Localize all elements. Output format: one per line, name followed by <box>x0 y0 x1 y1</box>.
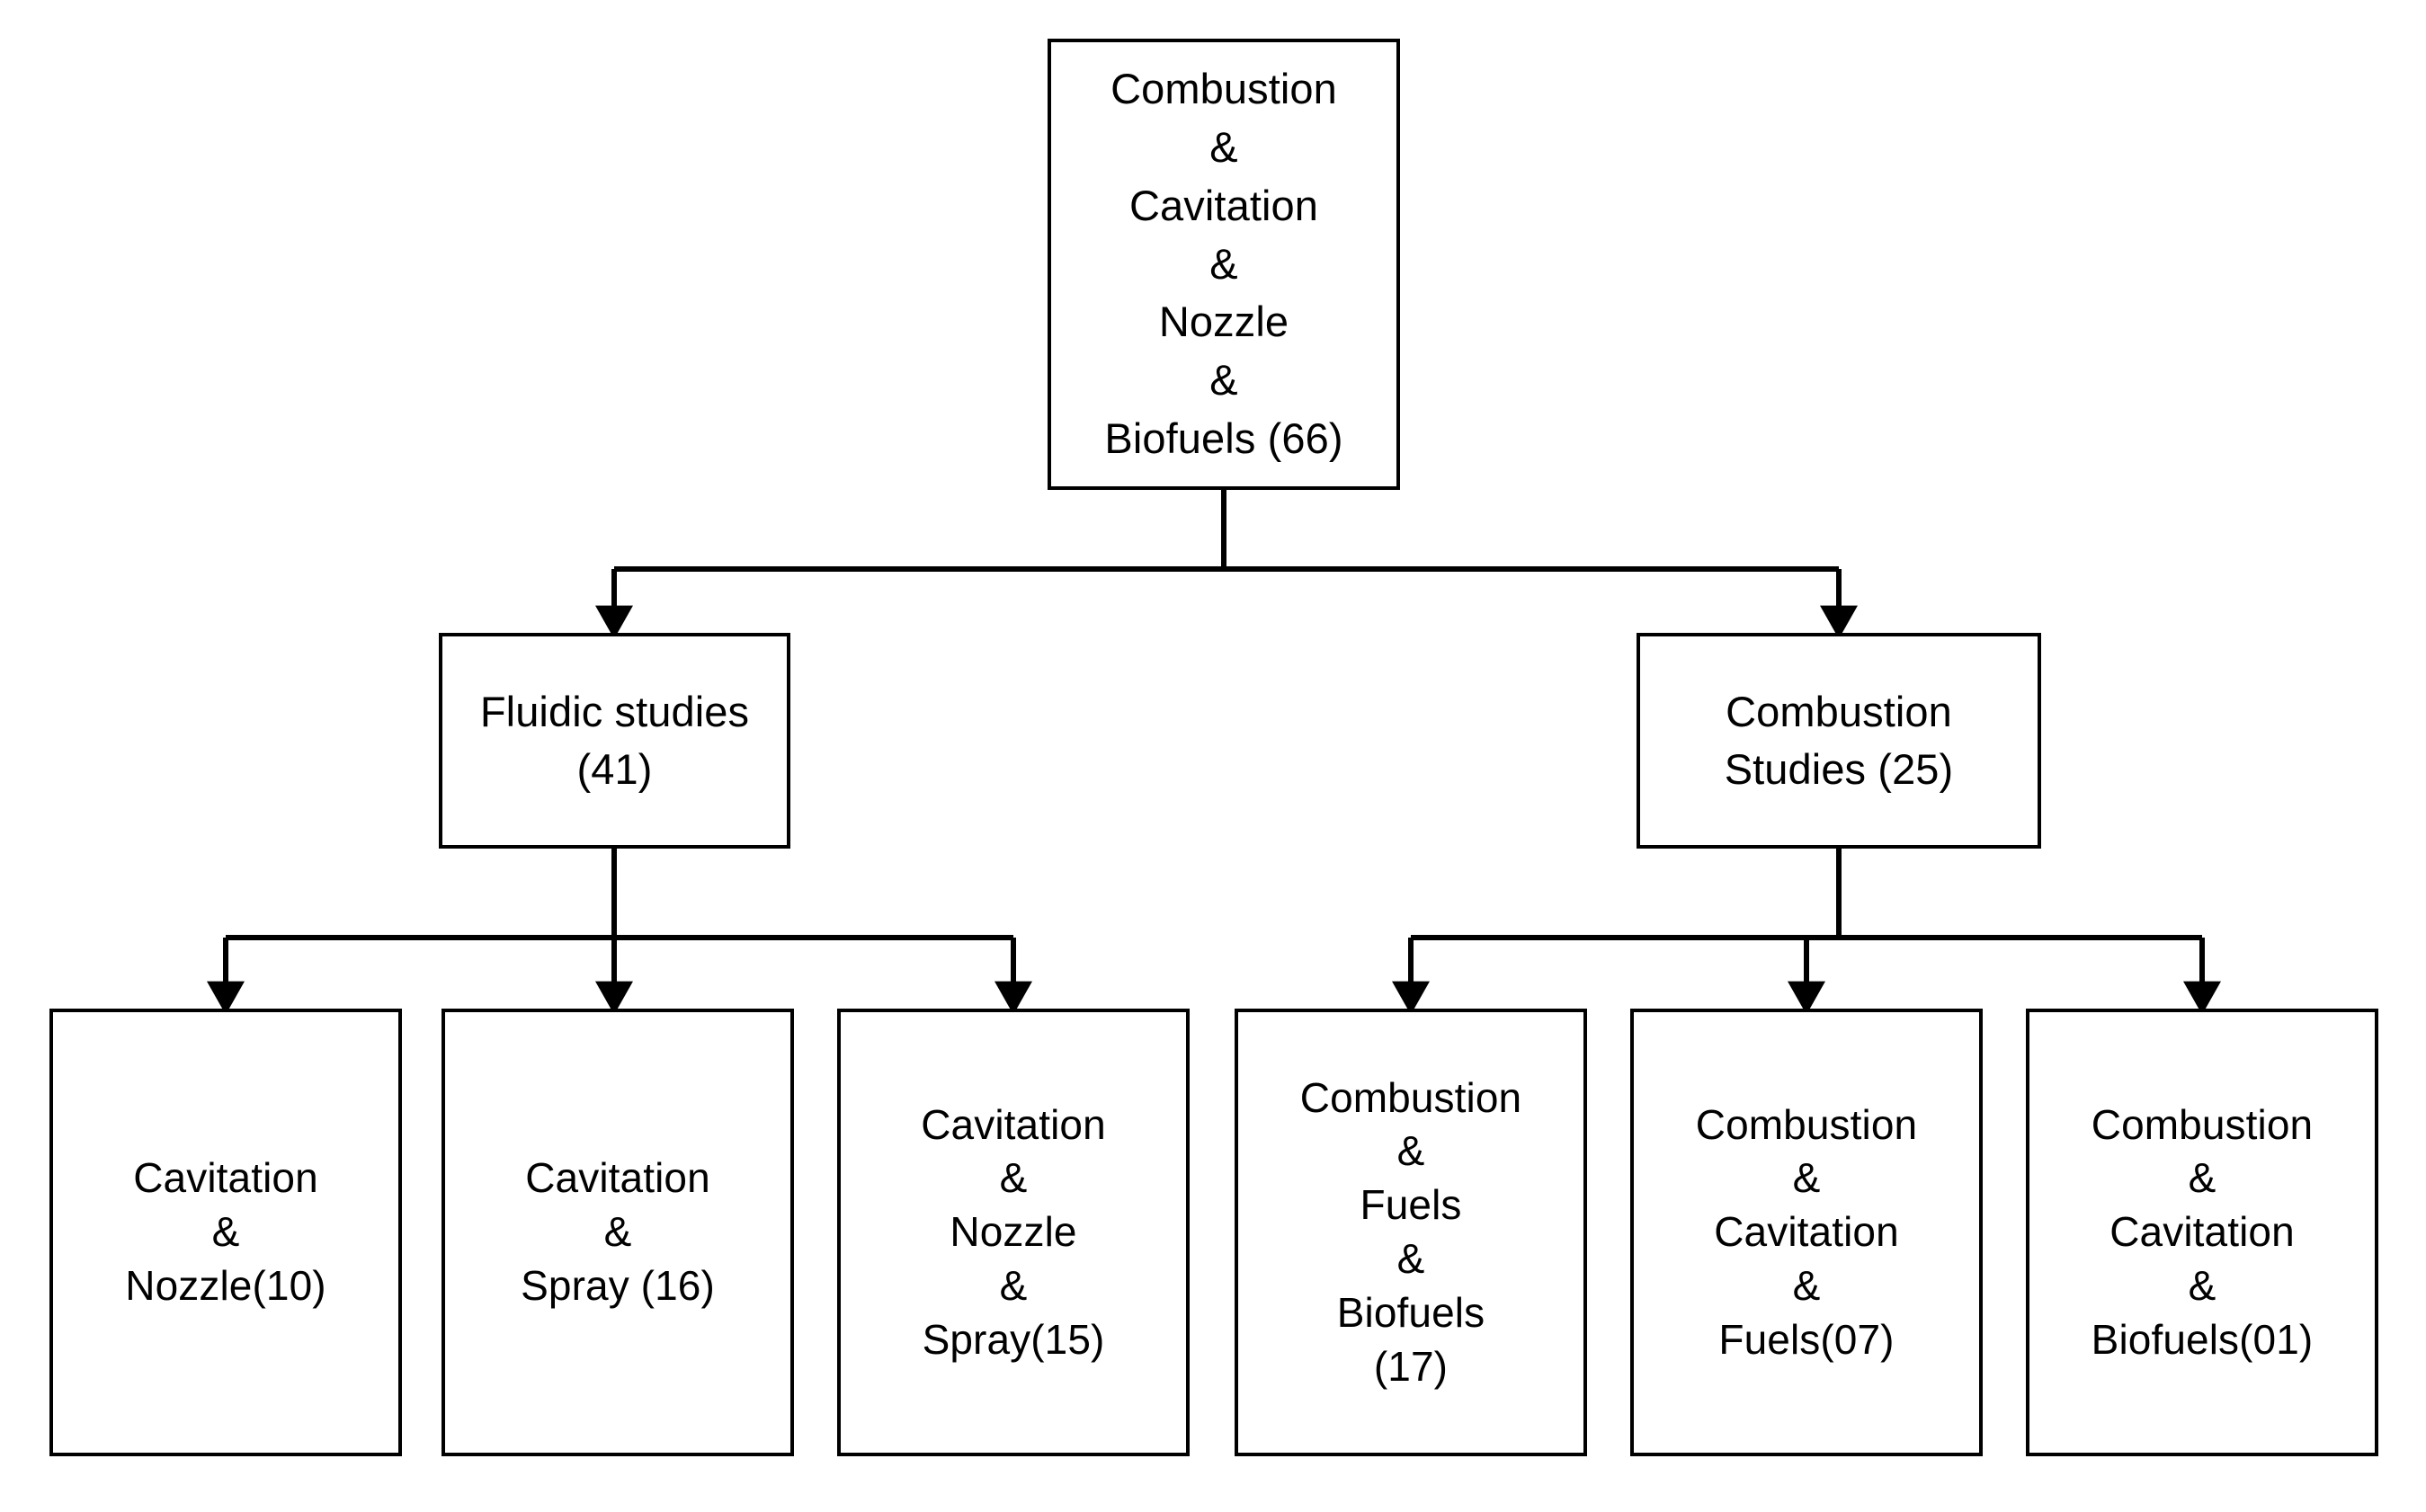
node-cavitation-nozzle-spray-label: Cavitation & Nozzle & Spray(15) <box>921 1100 1106 1363</box>
node-combustion-fuels-biofuels-label: Combustion & Fuels & Biofuels (17) <box>1299 1073 1522 1390</box>
edge-root-to-level2 <box>595 490 1858 639</box>
node-cavitation-spray[interactable]: Cavitation & Spray (16) <box>441 1009 794 1456</box>
node-combustion-cavitation-biofuels[interactable]: Combustion & Cavitation & Biofuels(01) <box>2026 1009 2378 1456</box>
node-cavitation-nozzle[interactable]: Cavitation & Nozzle(10) <box>49 1009 402 1456</box>
edge-combustion-to-leaves <box>1392 849 2221 1015</box>
node-cavitation-nozzle-label: Cavitation & Nozzle(10) <box>125 1154 326 1309</box>
node-combustion-cavitation-fuels-label: Combustion & Cavitation & Fuels(07) <box>1695 1100 1918 1363</box>
node-combustion-fuels-biofuels[interactable]: Combustion & Fuels & Biofuels (17) <box>1235 1009 1587 1456</box>
node-combustion-cavitation-fuels[interactable]: Combustion & Cavitation & Fuels(07) <box>1630 1009 1983 1456</box>
node-cavitation-nozzle-spray[interactable]: Cavitation & Nozzle & Spray(15) <box>837 1009 1190 1456</box>
node-combustion-studies[interactable]: Combustion Studies (25) <box>1637 633 2041 849</box>
node-combustion-cavitation-biofuels-label: Combustion & Cavitation & Biofuels(01) <box>2091 1100 2314 1363</box>
node-combustion-studies-label: Combustion Studies (25) <box>1724 688 1954 793</box>
node-root-label: Combustion & Cavitation & Nozzle & Biofu… <box>1104 64 1343 463</box>
node-fluidic-studies-label: Fluidic studies (41) <box>479 688 750 793</box>
node-root[interactable]: Combustion & Cavitation & Nozzle & Biofu… <box>1048 39 1400 490</box>
node-fluidic-studies[interactable]: Fluidic studies (41) <box>439 633 790 849</box>
node-cavitation-spray-label: Cavitation & Spray (16) <box>521 1154 715 1309</box>
edge-fluidic-to-leaves <box>207 849 1032 1015</box>
